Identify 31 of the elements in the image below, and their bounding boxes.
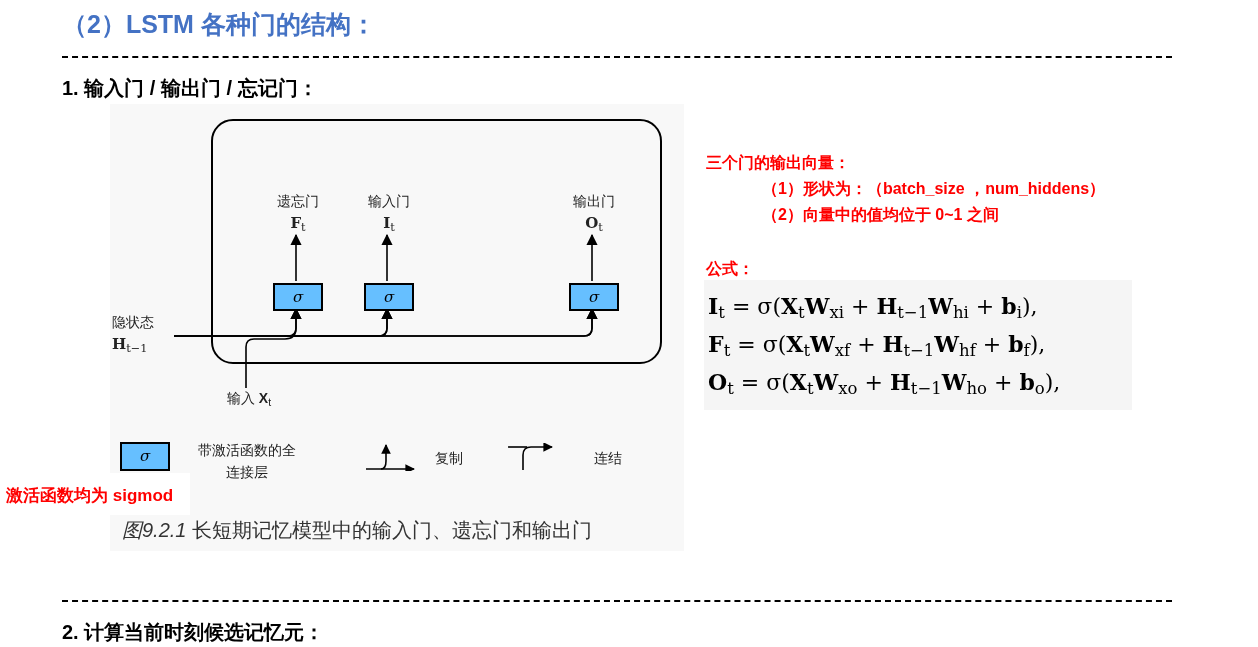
note-text: （1）形状为：（batch_size ，num_hiddens） bbox=[762, 179, 1106, 199]
note-text: 三个门的输出向量： bbox=[706, 153, 850, 173]
node-text: 输入 X$_{t}$ bbox=[226, 389, 272, 409]
math-symbol: I$_{t}$ bbox=[383, 213, 395, 235]
formula: F$_{t}$ = σ(X$_{t}$W$_{xf}$ + H$_{t−1}$W$_{hf}$ + b$_{f}$), bbox=[708, 330, 1046, 361]
legend-text: 连结 bbox=[594, 449, 622, 468]
heading: （2）LSTM 各种门的结构： bbox=[62, 9, 376, 40]
legend-text: 复制 bbox=[435, 449, 463, 468]
formula: I$_{t}$ = σ(X$_{t}$W$_{xi}$ + H$_{t−1}$W$_{hi}$ + b$_{i}$), bbox=[708, 292, 1038, 323]
node-text: 遗忘门 bbox=[277, 192, 319, 211]
sigma-gate-box: σ bbox=[364, 283, 414, 311]
formula: O$_{t}$ = σ(X$_{t}$W$_{xo}$ + H$_{t−1}$W$_{ho}$ + b$_{o}$), bbox=[708, 368, 1061, 399]
arrow bbox=[381, 233, 393, 282]
cell-box bbox=[211, 119, 662, 364]
node-text: 输入门 bbox=[368, 192, 410, 211]
note-text: 公式： bbox=[706, 259, 754, 279]
sigma-gate-box: σ bbox=[273, 283, 323, 311]
arrow bbox=[586, 233, 598, 282]
arrow bbox=[290, 233, 302, 282]
node-text: 隐状态 bbox=[112, 313, 154, 332]
sigma-gate-box: σ bbox=[569, 283, 619, 311]
legend-text: 带激活函数的全连接层 bbox=[198, 441, 296, 482]
math-symbol: O$_{t}$ bbox=[585, 213, 603, 235]
node-text: 输出门 bbox=[573, 192, 615, 211]
figure-caption: 图9.2.1 长短期记忆模型中的输入门、遗忘门和输出门 bbox=[122, 518, 593, 543]
sigma-layer-sample-box: σ bbox=[120, 442, 170, 471]
note-text: （2）向量中的值均位于 0~1 之间 bbox=[762, 205, 999, 225]
section-heading: 1. 输入门 / 输出门 / 忘记门： bbox=[62, 76, 318, 101]
section-heading: 2. 计算当前时刻候选记忆元： bbox=[62, 620, 325, 645]
math-symbol: H$_{t−1}$ bbox=[112, 334, 148, 356]
math-symbol: F$_{t}$ bbox=[290, 213, 306, 235]
